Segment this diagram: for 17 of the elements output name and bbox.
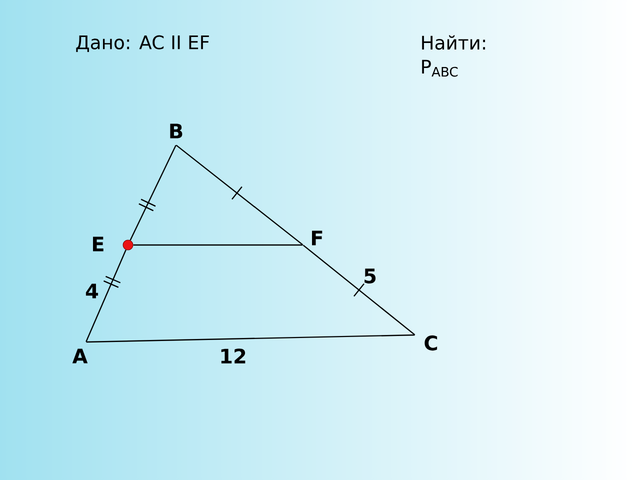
edge-label: 5 [364,268,376,284]
segment [133,244,303,246]
edge-label: 4 [86,284,98,298]
vertex-point [122,240,134,250]
find-text: Найти: P$_{ABC}$ [422,35,486,77]
vertex-label: E [93,236,104,252]
segment [130,144,176,241]
vertex-label: F [312,230,322,246]
segment [302,244,416,336]
edge-label: 12 [221,348,246,364]
vertex-label: A [72,348,88,364]
vertex-label: B [170,124,182,138]
given-text: Дано: AC II EF [76,35,209,52]
vertex-label: C [424,335,438,351]
segment [86,334,415,343]
segment [86,250,126,342]
segment [176,144,304,246]
